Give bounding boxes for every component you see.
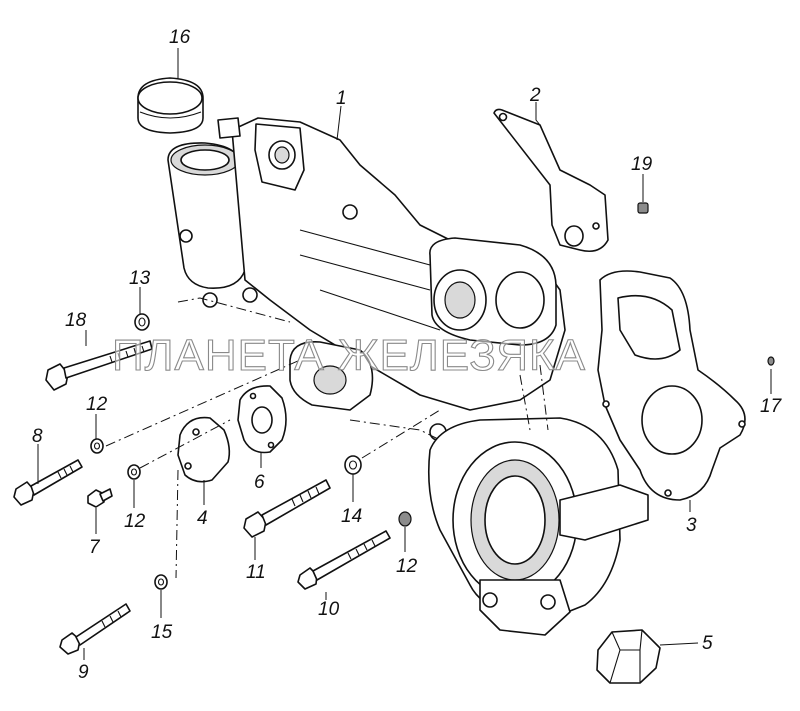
callout-13: 13: [129, 268, 151, 289]
callout-4: 4: [197, 508, 208, 529]
part-16-bolt: [45, 340, 153, 391]
callout-5: 5: [702, 633, 713, 654]
part-2-bracket: [493, 108, 609, 253]
part-5-cap: [596, 629, 661, 684]
part-15-washer: [154, 574, 168, 590]
callout-17: 17: [760, 396, 783, 417]
part-12-washer-a: [90, 438, 104, 454]
part-8-bolt: [13, 459, 83, 506]
callout-labels: 16 1 2 19 13 18 17 12 8 12 7 4 6 14 11 1…: [32, 27, 783, 683]
callout-12-c: 12: [396, 556, 418, 577]
part-10-bolt: [297, 530, 391, 590]
callout-18: 16: [169, 27, 191, 48]
part-14-washer: [344, 455, 362, 475]
part-12-washer-b: [127, 464, 141, 480]
part-18-plug: [137, 77, 204, 134]
part-13-washer: [134, 313, 150, 331]
callout-7: 7: [89, 537, 101, 558]
callout-19: 19: [631, 154, 653, 175]
callout-12-b: 12: [124, 511, 146, 532]
part-7-bolt: [87, 488, 113, 508]
callout-15: 15: [151, 622, 173, 643]
part-19-nut: [637, 202, 649, 214]
part-4-cover: [177, 416, 231, 483]
leader-lines: [37, 48, 772, 660]
part-11-bolt: [243, 479, 331, 538]
part-17-washer: [767, 356, 775, 366]
part-9-bolt: [59, 603, 131, 655]
part-12-washer-c: [398, 511, 412, 527]
callout-14: 14: [341, 506, 362, 527]
callout-12-a: 12: [86, 394, 108, 415]
callout-2: 2: [529, 85, 541, 106]
callout-8: 8: [32, 426, 43, 447]
callout-16: 18: [65, 310, 87, 331]
watermark-text: ПЛАНЕТА ЖЕЛЕЗЯКА: [112, 331, 586, 380]
part-1-housing: [167, 117, 649, 636]
callout-11: 11: [246, 562, 266, 583]
callout-6: 6: [254, 472, 265, 493]
callout-3: 3: [686, 515, 697, 536]
part-3-gasket: [597, 270, 746, 501]
callout-10: 10: [318, 599, 340, 620]
callout-9: 9: [78, 662, 89, 683]
part-6-gasket: [237, 385, 287, 454]
callout-1: 1: [336, 88, 347, 109]
